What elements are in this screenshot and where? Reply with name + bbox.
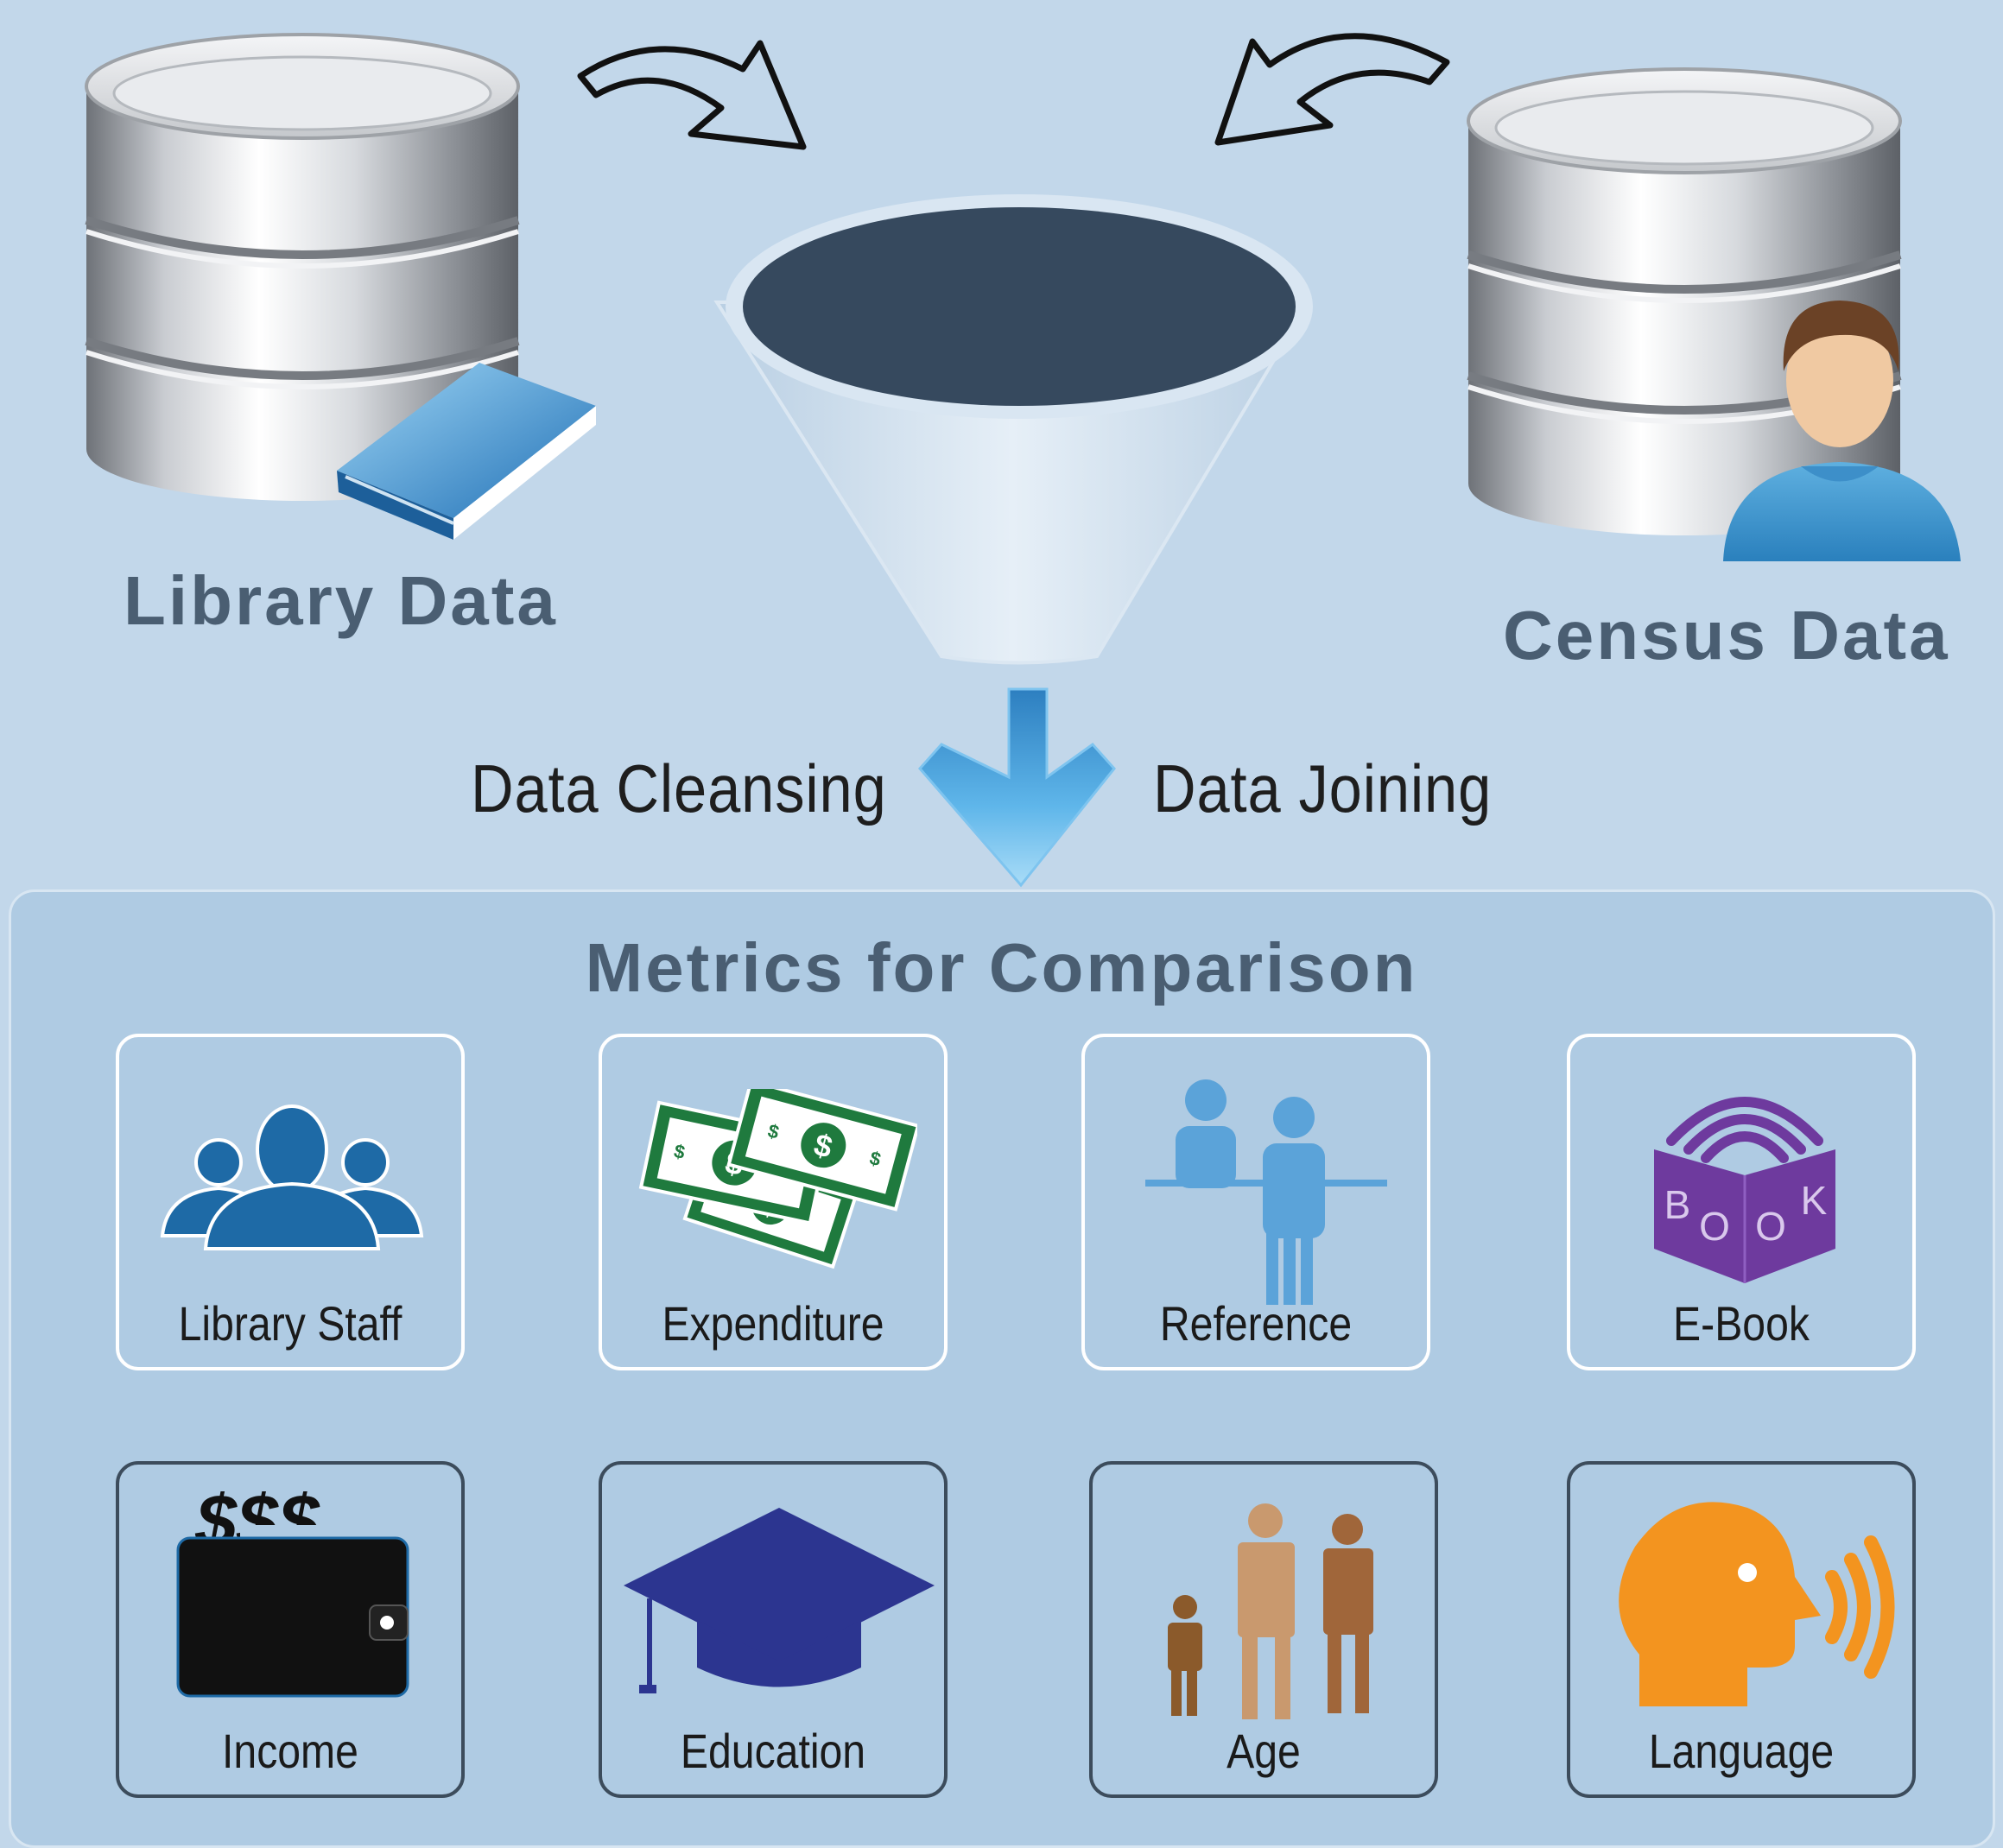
- metric-card-library-staff: Library Staff: [116, 1034, 465, 1370]
- ebook-letter: K: [1801, 1178, 1828, 1223]
- speaking-head-icon: [1619, 1502, 1895, 1706]
- census-database-icon: [1467, 67, 1902, 535]
- ebook-letter: O: [1699, 1204, 1730, 1249]
- curved-arrow-left-icon: [577, 40, 807, 150]
- reference-desk-icon: [1145, 1079, 1387, 1305]
- age-family-icon: [1168, 1503, 1373, 1719]
- metric-label: Language: [1648, 1724, 1835, 1778]
- metric-card-reference: Reference: [1081, 1034, 1430, 1370]
- funnel-icon: [713, 194, 1313, 665]
- metric-label: Reference: [1159, 1296, 1353, 1351]
- ebook-letter: B: [1664, 1182, 1691, 1227]
- census-data-label: Census Data: [1503, 597, 1950, 674]
- ebook-letter: O: [1755, 1204, 1786, 1249]
- metric-card-age: Age: [1089, 1461, 1438, 1798]
- metric-card-education: Education: [599, 1461, 948, 1798]
- wallet-icon: $$$: [176, 1480, 409, 1698]
- ebook-icon: B O O K: [1654, 1097, 1835, 1283]
- metric-card-language: Language: [1567, 1461, 1916, 1798]
- svg-text:$: $: [672, 1140, 687, 1163]
- metric-label: Expenditure: [662, 1296, 884, 1351]
- metric-card-income: $$$ Income: [116, 1461, 465, 1798]
- book-icon: [337, 363, 596, 540]
- metric-label: Income: [222, 1724, 358, 1778]
- library-data-label: Library Data: [124, 562, 558, 639]
- metric-card-expenditure: $ $ $ $ $ $ Expenditure: [599, 1034, 948, 1370]
- money-bills-icon: $ $ $ $ $ $: [638, 1089, 917, 1269]
- person-icon: [1723, 301, 1961, 561]
- metric-label: Age: [1227, 1724, 1301, 1778]
- data-flow-graphic: [85, 33, 1961, 888]
- down-arrow-icon: [918, 687, 1116, 888]
- metrics-title: Metrics for Comparison: [585, 929, 1418, 1006]
- people-group-icon: [160, 1104, 424, 1250]
- data-cleansing-label: Data Cleansing: [471, 750, 887, 826]
- metric-card-ebook: B O O K E-Book: [1567, 1034, 1916, 1370]
- data-joining-label: Data Joining: [1153, 750, 1493, 826]
- metric-label: E-Book: [1673, 1296, 1810, 1351]
- metric-label: Education: [680, 1724, 866, 1778]
- metric-label: Library Staff: [178, 1296, 403, 1351]
- curved-arrow-right-icon: [1214, 33, 1450, 146]
- graduation-cap-icon: [624, 1508, 935, 1693]
